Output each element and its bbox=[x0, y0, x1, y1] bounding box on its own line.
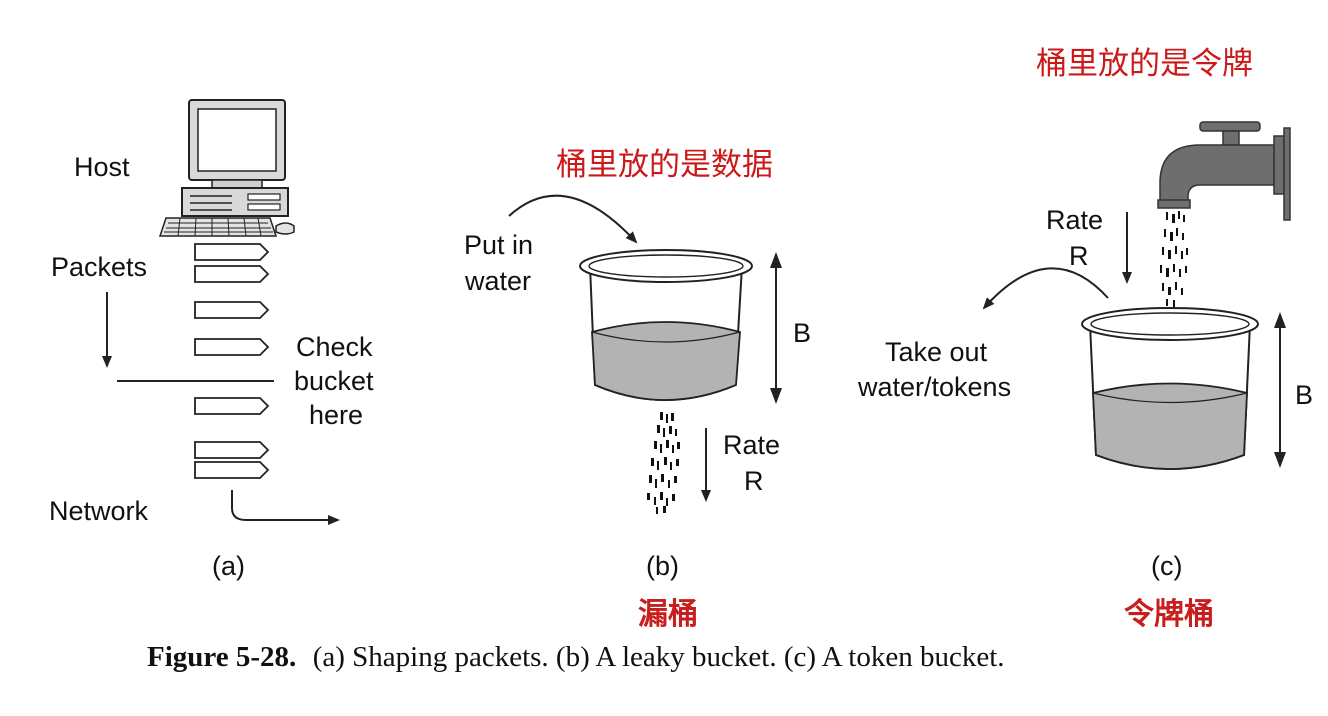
faucet-water bbox=[1160, 211, 1188, 307]
leaky-bucket-annotation: 桶里放的是数据 bbox=[556, 147, 773, 182]
check-label-line2: bucket bbox=[294, 366, 374, 396]
sublabel-c: (c) bbox=[1151, 551, 1182, 581]
sublabel-b: (b) bbox=[646, 551, 679, 581]
host-label: Host bbox=[74, 152, 130, 182]
token-b-capacity-arrow bbox=[1274, 312, 1286, 468]
token-b-label: B bbox=[1295, 380, 1313, 410]
put-in-label-line1: Put in bbox=[464, 230, 533, 260]
put-in-arrow bbox=[508, 194, 638, 244]
put-in-label-line2: water bbox=[464, 266, 531, 296]
token-rate-label-line1: Rate bbox=[1046, 205, 1103, 235]
leaky-bucket-cn-name: 漏桶 bbox=[638, 598, 698, 631]
b-label: B bbox=[793, 318, 811, 348]
network-arrow bbox=[231, 490, 340, 525]
caption-label: Figure 5-28. bbox=[147, 641, 296, 673]
rate-label-line1: Rate bbox=[723, 430, 780, 460]
b-capacity-arrow bbox=[770, 252, 782, 404]
caption-text: (a) Shaping packets. (b) A leaky bucket.… bbox=[313, 641, 1005, 673]
rate-label-line2: R bbox=[744, 466, 764, 496]
token-rate-label-line2: R bbox=[1069, 241, 1089, 271]
packet bbox=[194, 243, 270, 261]
panel-a: Host Packets Check bucket here Network (… bbox=[49, 99, 374, 581]
network-label: Network bbox=[49, 496, 149, 526]
packet bbox=[194, 301, 270, 319]
token-bucket-cn-name: 令牌桶 bbox=[1124, 597, 1214, 631]
packet-queue bbox=[194, 243, 270, 479]
leaky-bucket-icon bbox=[579, 249, 753, 401]
take-out-arrow bbox=[982, 267, 1109, 310]
sublabel-a: (a) bbox=[212, 551, 245, 581]
drip-water bbox=[647, 412, 680, 514]
token-bucket-annotation: 桶里放的是令牌 bbox=[1036, 46, 1253, 81]
figure-caption: Figure 5-28. (a) Shaping packets. (b) A … bbox=[147, 641, 1005, 673]
check-label-line1: Check bbox=[296, 332, 373, 362]
packet bbox=[194, 461, 270, 479]
packet bbox=[194, 338, 270, 356]
faucet-icon bbox=[1157, 121, 1291, 221]
take-out-label-line1: Take out bbox=[885, 337, 988, 367]
token-bucket-icon bbox=[1081, 307, 1259, 470]
packet bbox=[194, 397, 270, 415]
host-computer-icon bbox=[158, 99, 295, 237]
panel-c: 桶里放的是令牌 Rate R Take out water/tokens bbox=[857, 46, 1313, 631]
packets-label: Packets bbox=[51, 252, 147, 282]
packet bbox=[194, 265, 270, 283]
check-label-line3: here bbox=[309, 400, 363, 430]
panel-b: 桶里放的是数据 Put in water B bbox=[464, 147, 811, 631]
packet bbox=[194, 441, 270, 459]
take-out-label-line2: water/tokens bbox=[857, 372, 1011, 402]
